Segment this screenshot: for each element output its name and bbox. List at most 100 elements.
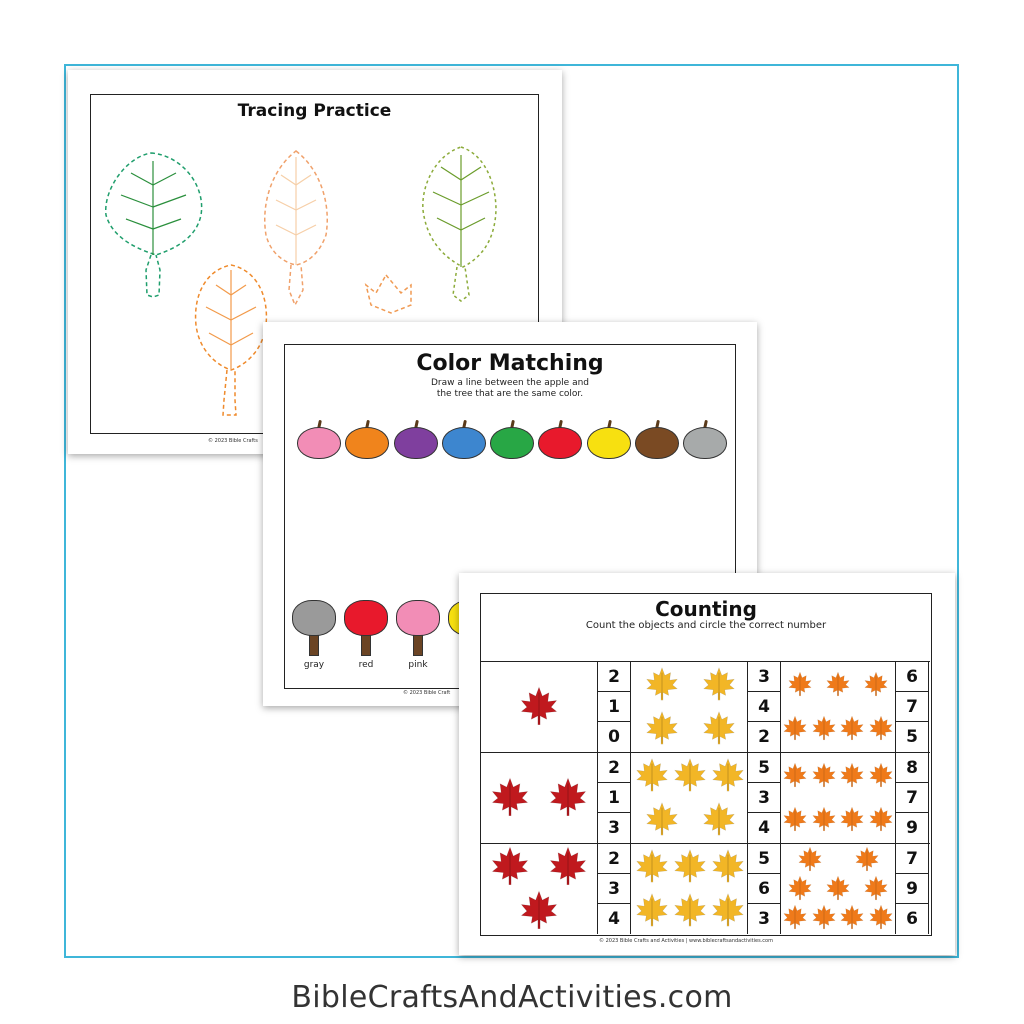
number-choice[interactable]: 1 bbox=[598, 692, 630, 722]
number-choice[interactable]: 3 bbox=[748, 662, 780, 692]
tree-icon: gray bbox=[291, 600, 337, 678]
apple-body bbox=[634, 427, 679, 459]
apple-icon bbox=[345, 419, 390, 459]
apple-icon bbox=[393, 419, 438, 459]
number-choice[interactable]: 2 bbox=[598, 844, 630, 874]
number-choice[interactable]: 7 bbox=[896, 783, 928, 813]
instruction-line-2: the tree that are the same color. bbox=[436, 389, 584, 399]
number-choice[interactable]: 5 bbox=[748, 753, 780, 783]
maple-leaf-icon bbox=[709, 891, 747, 933]
number-choice[interactable]: 7 bbox=[896, 844, 928, 874]
maple-leaf-icon bbox=[709, 756, 747, 798]
number-choice[interactable]: 0 bbox=[608, 727, 620, 747]
number-choice[interactable]: 3 bbox=[758, 909, 770, 929]
maple-leaf-icon bbox=[810, 761, 838, 793]
number-choice[interactable]: 9 bbox=[906, 818, 918, 838]
counting-sheet: Counting Count the objects and circle th… bbox=[459, 573, 955, 955]
orange-leaf-cell bbox=[781, 844, 895, 934]
tree-icon: pink bbox=[395, 600, 441, 678]
apple-body bbox=[490, 427, 534, 459]
yellow-leaf-cell bbox=[633, 753, 747, 843]
apple-body bbox=[586, 427, 631, 459]
apple-icon bbox=[538, 419, 583, 459]
number-choice[interactable]: 4 bbox=[758, 818, 770, 838]
maple-leaf-icon bbox=[824, 874, 852, 906]
number-choice[interactable]: 7 bbox=[896, 692, 928, 722]
number-choice[interactable]: 3 bbox=[608, 818, 620, 838]
number-choice[interactable]: 4 bbox=[608, 909, 620, 929]
maple-leaf-icon bbox=[671, 756, 709, 798]
number-choice[interactable]: 5 bbox=[906, 727, 918, 747]
maple-leaf-icon bbox=[633, 756, 671, 798]
number-choice[interactable]: 3 bbox=[748, 783, 780, 813]
tracing-title: Tracing Practice bbox=[237, 101, 392, 121]
maple-leaf-icon bbox=[643, 800, 681, 842]
maple-leaf-icon bbox=[671, 891, 709, 933]
number-choice[interactable]: 2 bbox=[758, 727, 770, 747]
maple-leaf-icon bbox=[781, 805, 809, 837]
maple-leaf-icon bbox=[867, 805, 895, 837]
maple-leaf-icon bbox=[810, 903, 838, 935]
maple-leaf-icon bbox=[862, 874, 890, 906]
tree-crown bbox=[344, 600, 388, 636]
maple-leaf-icon bbox=[867, 714, 895, 746]
yellow-leaf-cell bbox=[633, 844, 747, 934]
leaf-outline-green bbox=[105, 152, 203, 298]
apple-body bbox=[297, 427, 341, 459]
color-matching-instructions: Draw a line between the apple and the tr… bbox=[285, 378, 735, 400]
maple-leaf-icon bbox=[853, 845, 881, 877]
maple-leaf-icon bbox=[700, 665, 738, 707]
apple-body bbox=[393, 427, 438, 459]
number-choice[interactable]: 8 bbox=[896, 753, 928, 783]
red-leaf-cell bbox=[481, 662, 597, 752]
tree-icon: red bbox=[343, 600, 389, 678]
maple-leaf-icon bbox=[546, 844, 590, 892]
maple-leaf-icon bbox=[838, 903, 866, 935]
counting-instructions: Count the objects and circle the correct… bbox=[585, 620, 827, 631]
leaf-outline-peach bbox=[264, 150, 328, 307]
maple-leaf-icon bbox=[838, 714, 866, 746]
apple-body bbox=[345, 427, 390, 459]
number-choice[interactable]: 9 bbox=[896, 874, 928, 904]
number-choice[interactable]: 3 bbox=[598, 874, 630, 904]
number-choice[interactable]: 2 bbox=[598, 753, 630, 783]
apple-row bbox=[297, 419, 727, 459]
maple-leaf-icon bbox=[633, 847, 671, 889]
number-choice[interactable]: 6 bbox=[906, 909, 918, 929]
number-choice[interactable]: 6 bbox=[896, 662, 928, 692]
maple-leaf-icon bbox=[810, 714, 838, 746]
tree-label: gray bbox=[303, 660, 325, 670]
maple-leaf-icon bbox=[517, 684, 561, 732]
number-choice[interactable]: 4 bbox=[748, 692, 780, 722]
number-choice[interactable]: 6 bbox=[748, 874, 780, 904]
tracing-footer: © 2023 Bible Crafts bbox=[208, 438, 258, 444]
red-leaf-cell bbox=[481, 753, 597, 843]
tree-label: red bbox=[358, 660, 374, 670]
apple-icon bbox=[586, 419, 631, 459]
number-choice[interactable]: 5 bbox=[748, 844, 780, 874]
apple-icon bbox=[441, 419, 486, 459]
number-choice[interactable]: 1 bbox=[598, 783, 630, 813]
maple-leaf-icon bbox=[643, 709, 681, 751]
orange-leaf-cell bbox=[781, 662, 895, 752]
counting-border: Counting Count the objects and circle th… bbox=[480, 593, 932, 936]
number-choice[interactable]: 2 bbox=[598, 662, 630, 692]
maple-leaf-icon bbox=[517, 888, 561, 936]
leaf-veins-olive bbox=[432, 155, 490, 267]
maple-leaf-icon bbox=[838, 761, 866, 793]
apple-icon bbox=[297, 419, 341, 459]
maple-leaf-icon bbox=[671, 847, 709, 889]
maple-leaf-icon bbox=[700, 709, 738, 751]
tree-label: pink bbox=[408, 660, 428, 670]
apple-body bbox=[683, 427, 727, 459]
preview-frame bbox=[64, 64, 959, 958]
